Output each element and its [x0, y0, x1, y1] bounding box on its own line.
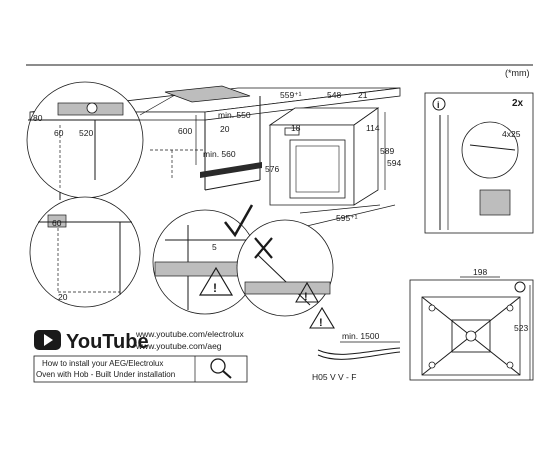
svg-text:!: ! [319, 317, 323, 329]
svg-text:21: 21 [358, 90, 368, 100]
detail-circle-incorrect: ! [236, 219, 334, 317]
svg-text:576: 576 [265, 164, 279, 174]
svg-text:114: 114 [366, 123, 380, 133]
caption-line-2: Oven with Hob - Built Under installation [36, 370, 175, 379]
svg-text:20: 20 [220, 124, 230, 134]
cable-detail: ! min. 1500 H05 V V - F [309, 306, 401, 382]
svg-text:60: 60 [52, 218, 62, 228]
detail-circle-bottom-left: 60 20 [29, 196, 141, 308]
svg-text:2x: 2x [512, 98, 524, 109]
info-icon: i [437, 100, 440, 110]
detail-circle-top-left: 80 60 520 [26, 81, 144, 199]
warning-icon [198, 266, 234, 296]
cross-icon [254, 237, 273, 259]
svg-text:min. 560: min. 560 [203, 149, 236, 159]
svg-text:min. 550: min. 550 [218, 110, 251, 120]
youtube-block: YouTube www.youtube.com/electrolux www.y… [33, 329, 248, 383]
warning-icon [309, 306, 335, 329]
svg-text:80: 80 [33, 113, 43, 123]
svg-text:600: 600 [178, 126, 192, 136]
checkmark-icon [224, 204, 254, 238]
hob-top-view [409, 279, 534, 381]
youtube-link-aeg[interactable]: www.youtube.com/aeg [135, 341, 222, 351]
svg-text:548: 548 [327, 90, 341, 100]
youtube-brand: YouTube [66, 331, 149, 353]
svg-text:594: 594 [387, 158, 401, 168]
svg-text:min. 1500: min. 1500 [342, 331, 380, 341]
svg-text:60: 60 [54, 128, 64, 138]
svg-text:523: 523 [514, 323, 528, 333]
svg-text:!: ! [304, 291, 308, 303]
svg-text:4x25: 4x25 [502, 129, 521, 139]
svg-text:520: 520 [79, 128, 93, 138]
svg-text:!: ! [213, 281, 217, 295]
youtube-link-electrolux[interactable]: www.youtube.com/electrolux [135, 329, 244, 339]
svg-text:18: 18 [291, 123, 301, 133]
oven-perspective [268, 107, 396, 231]
unit-note: (*mm) [505, 68, 530, 78]
svg-text:595⁺¹: 595⁺¹ [336, 213, 358, 223]
caption-line-1: How to install your AEG/Electrolux [42, 359, 163, 368]
warning-icon [295, 281, 319, 303]
svg-text:198: 198 [473, 267, 487, 277]
svg-text:20: 20 [58, 292, 68, 302]
svg-text:559⁺¹: 559⁺¹ [280, 90, 302, 100]
svg-text:589: 589 [380, 146, 394, 156]
svg-text:H05 V V - F: H05 V V - F [312, 372, 356, 382]
svg-text:5: 5 [212, 242, 217, 252]
magnifier-icon[interactable] [210, 358, 232, 379]
screw-detail-panel: i 2x 4x25 [424, 92, 534, 234]
